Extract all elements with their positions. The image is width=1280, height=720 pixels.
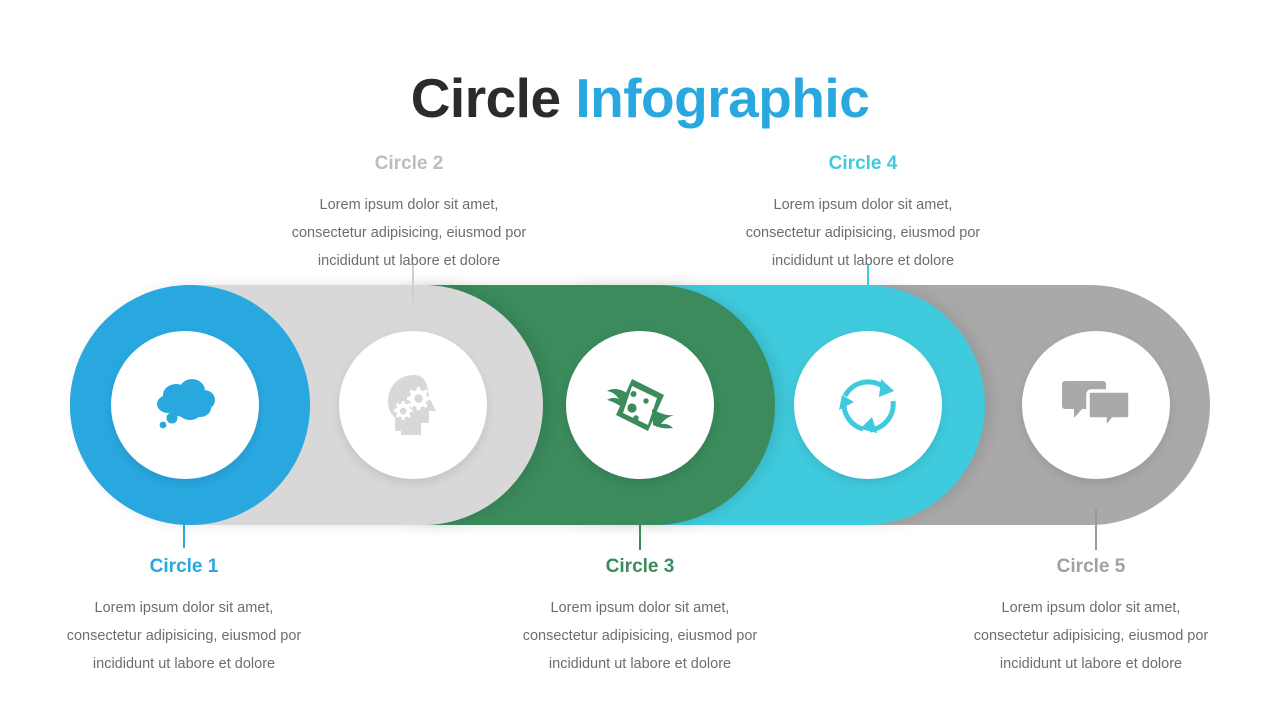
- body-line-2: consectetur adipisicing, eiusmod por: [522, 628, 758, 645]
- body-circle-5: Lorem ipsum dolor sit amet, consectetur …: [941, 594, 1241, 679]
- body-line-3: incididunt ut labore et dolore: [548, 656, 732, 673]
- heading-circle-1: Circle 1: [149, 556, 219, 577]
- connector-circle-2: [412, 264, 414, 302]
- body-circle-4: Lorem ipsum dolor sit amet, consectetur …: [713, 191, 1013, 276]
- page-title-part1: Circle: [410, 67, 561, 129]
- icon-disc-circle-1[interactable]: [111, 331, 259, 479]
- body-circle-2: Lorem ipsum dolor sit amet, consectetur …: [259, 191, 559, 276]
- body-circle-3: Lorem ipsum dolor sit amet, consectetur …: [490, 594, 790, 679]
- body-line-1: Lorem ipsum dolor sit amet,: [94, 599, 274, 616]
- text-block-circle-5: Circle 5 Lorem ipsum dolor sit amet, con…: [941, 556, 1241, 679]
- text-block-circle-4: Circle 4 Lorem ipsum dolor sit amet, con…: [713, 153, 1013, 276]
- page-title-part2: Infographic: [575, 67, 870, 129]
- body-line-1: Lorem ipsum dolor sit amet,: [1001, 599, 1181, 616]
- connector-circle-5: [1095, 508, 1097, 550]
- heading-circle-3: Circle 3: [605, 556, 675, 577]
- winged-money-icon: [602, 369, 678, 441]
- body-line-1: Lorem ipsum dolor sit amet,: [319, 196, 499, 213]
- connector-circle-4: [867, 264, 869, 302]
- body-line-3: incididunt ut labore et dolore: [999, 656, 1183, 673]
- body-line-2: consectetur adipisicing, eiusmod por: [745, 225, 981, 242]
- body-line-2: consectetur adipisicing, eiusmod por: [973, 628, 1209, 645]
- icon-disc-circle-2[interactable]: [339, 331, 487, 479]
- text-block-circle-1: Circle 1 Lorem ipsum dolor sit amet, con…: [34, 556, 334, 679]
- text-block-circle-2: Circle 2 Lorem ipsum dolor sit amet, con…: [259, 153, 559, 276]
- thought-bubble-icon: [148, 373, 222, 437]
- text-block-circle-3: Circle 3 Lorem ipsum dolor sit amet, con…: [490, 556, 790, 679]
- body-line-3: incididunt ut labore et dolore: [317, 253, 501, 270]
- body-circle-1: Lorem ipsum dolor sit amet, consectetur …: [34, 594, 334, 679]
- body-line-3: incididunt ut labore et dolore: [92, 656, 276, 673]
- connector-circle-1: [183, 500, 185, 548]
- connector-circle-3: [639, 508, 641, 550]
- body-line-1: Lorem ipsum dolor sit amet,: [773, 196, 953, 213]
- body-line-2: consectetur adipisicing, eiusmod por: [291, 225, 527, 242]
- recycle-arrows-icon: [832, 369, 904, 441]
- body-line-3: incididunt ut labore et dolore: [771, 253, 955, 270]
- page-title: Circle Infographic: [0, 68, 1280, 129]
- heading-circle-2: Circle 2: [374, 153, 444, 174]
- icon-disc-circle-3[interactable]: [566, 331, 714, 479]
- head-with-gears-icon: [381, 371, 445, 439]
- heading-circle-4: Circle 4: [828, 153, 898, 174]
- body-line-2: consectetur adipisicing, eiusmod por: [66, 628, 302, 645]
- body-line-1: Lorem ipsum dolor sit amet,: [550, 599, 730, 616]
- chat-bubbles-icon: [1061, 377, 1131, 433]
- heading-circle-5: Circle 5: [1056, 556, 1126, 577]
- icon-disc-circle-4[interactable]: [794, 331, 942, 479]
- icon-disc-circle-5[interactable]: [1022, 331, 1170, 479]
